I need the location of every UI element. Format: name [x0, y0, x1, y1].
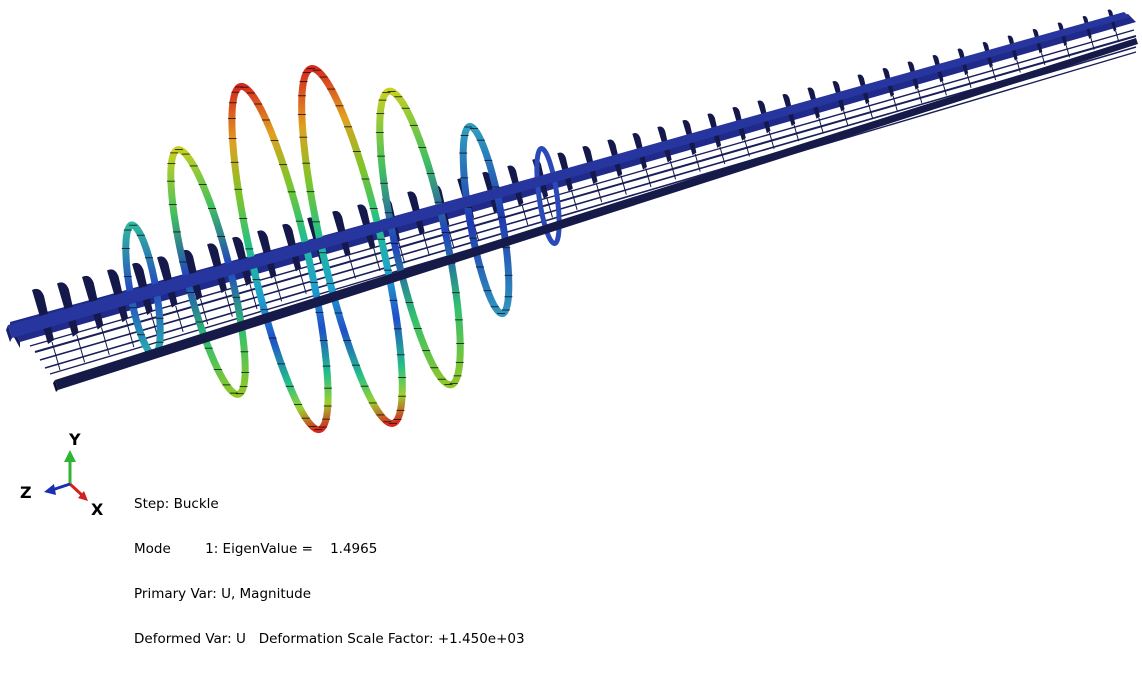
y-axis-label: Y	[69, 430, 81, 449]
z-axis-label: Z	[20, 483, 32, 502]
rib-tail	[694, 153, 701, 172]
rib-tail	[1115, 30, 1120, 43]
rib-tail	[669, 160, 677, 180]
rib-tail	[249, 283, 258, 310]
rib-tail	[892, 95, 898, 111]
rib-tail	[298, 269, 307, 294]
rib-tail	[397, 240, 406, 264]
rib-tail	[51, 341, 61, 371]
rib-tail	[1040, 52, 1046, 66]
rib-tail	[570, 189, 578, 210]
x-axis-label: X	[91, 500, 104, 519]
rib-tail	[744, 139, 750, 157]
rib-tail	[447, 226, 455, 249]
rib-tail	[719, 146, 726, 165]
deformed-var-label: Deformed Var: U Deformation Scale Factor…	[134, 631, 525, 647]
main-box-beam	[6, 12, 1130, 342]
rib-tail	[373, 247, 381, 271]
rib-tail	[348, 255, 356, 279]
rear-spar	[10, 14, 1136, 348]
rib-tail	[100, 327, 110, 355]
rib-tail	[274, 276, 283, 302]
deformed-model	[6, 9, 1138, 434]
triad-arrows	[44, 450, 88, 501]
rib-tail	[818, 117, 824, 134]
rib-tail	[1090, 37, 1095, 50]
rib-tail	[422, 233, 430, 256]
rib-tail	[1065, 45, 1071, 58]
rib-tail	[125, 320, 135, 348]
mode-label: Mode 1: EigenValue = 1.4965	[134, 541, 378, 557]
rib-tail	[546, 197, 553, 218]
rib-tail	[917, 88, 923, 104]
rib-tail	[843, 110, 849, 127]
model-viewport[interactable]: Y Z X Step: Buckle Mode 1: EigenValue = …	[0, 0, 1142, 647]
rib-tail	[521, 204, 529, 226]
coordinate-triad: Y Z X	[10, 428, 120, 528]
rib-tail	[1016, 59, 1021, 73]
rib-tail	[175, 305, 184, 332]
rib-tail	[793, 124, 800, 142]
rib-tail	[768, 131, 775, 149]
rib-tail	[941, 81, 947, 96]
step-label: Step: Buckle	[134, 496, 219, 512]
rib-tail	[199, 298, 209, 325]
rib-tail	[76, 334, 86, 363]
rib-tail	[966, 74, 972, 88]
viewport-legend: Step: Buckle Mode 1: EigenValue = 1.4965…	[134, 467, 525, 677]
primary-var-label: Primary Var: U, Magnitude	[134, 586, 312, 602]
rib-tail	[867, 103, 874, 119]
rib-tail	[645, 168, 652, 188]
rib-tail	[991, 66, 997, 81]
rib-tail	[595, 182, 603, 203]
front-spar	[53, 38, 1138, 392]
rib-tail	[224, 291, 233, 317]
rib-tail	[620, 175, 627, 195]
